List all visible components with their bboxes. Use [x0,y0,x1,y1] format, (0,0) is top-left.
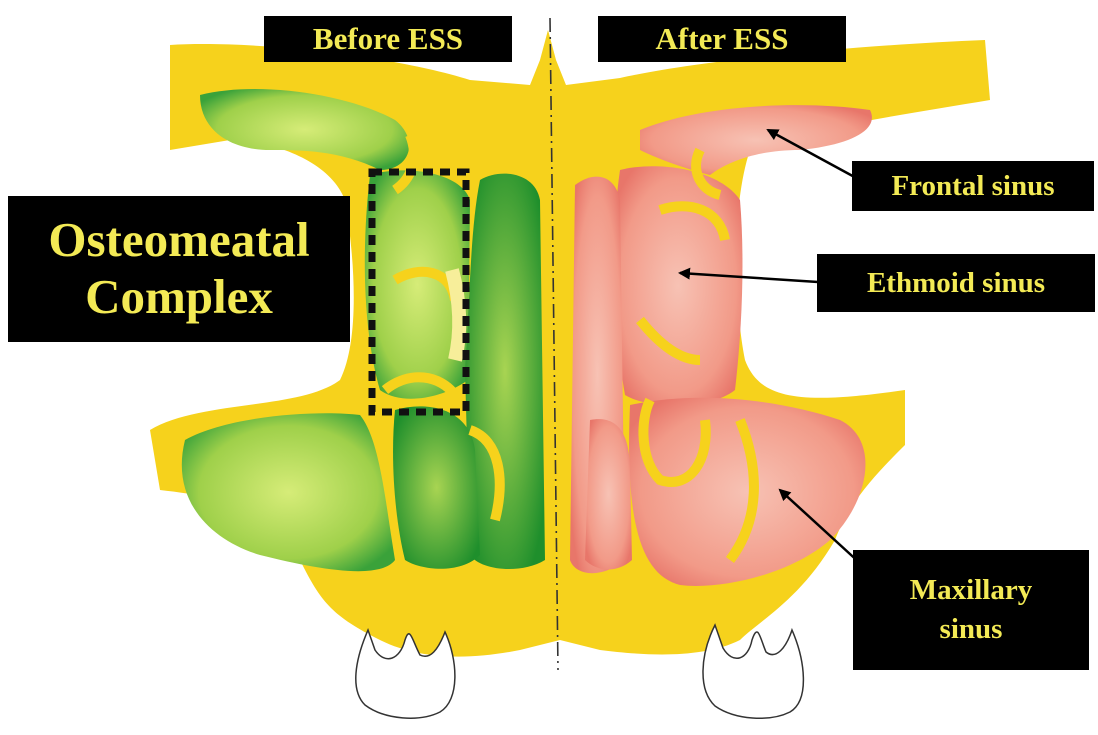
omc-line-2: Complex [85,269,273,326]
omc-line-1: Osteomeatal [48,212,309,269]
right-tooth [703,625,803,718]
ethmoid-sinus-text: Ethmoid sinus [867,267,1045,300]
osteomeatal-complex-label: Osteomeatal Complex [8,196,350,342]
maxillary-sinus-label: Maxillary sinus [853,550,1089,670]
maxillary-line-2: sinus [940,610,1003,649]
left-tooth [356,630,455,718]
after-ess-label: After ESS [598,16,846,62]
before-ess-text: Before ESS [313,21,463,57]
frontal-sinus-text: Frontal sinus [891,170,1054,203]
right-lower-cell [585,419,632,569]
maxillary-line-1: Maxillary [910,571,1032,610]
left-lower-cell [393,406,480,568]
left-turbinate [452,270,459,360]
before-ess-label: Before ESS [264,16,512,62]
frontal-sinus-label: Frontal sinus [852,161,1094,211]
ethmoid-sinus-label: Ethmoid sinus [817,254,1095,312]
left-maxillary-sinus [182,413,395,571]
after-ess-text: After ESS [656,21,789,57]
